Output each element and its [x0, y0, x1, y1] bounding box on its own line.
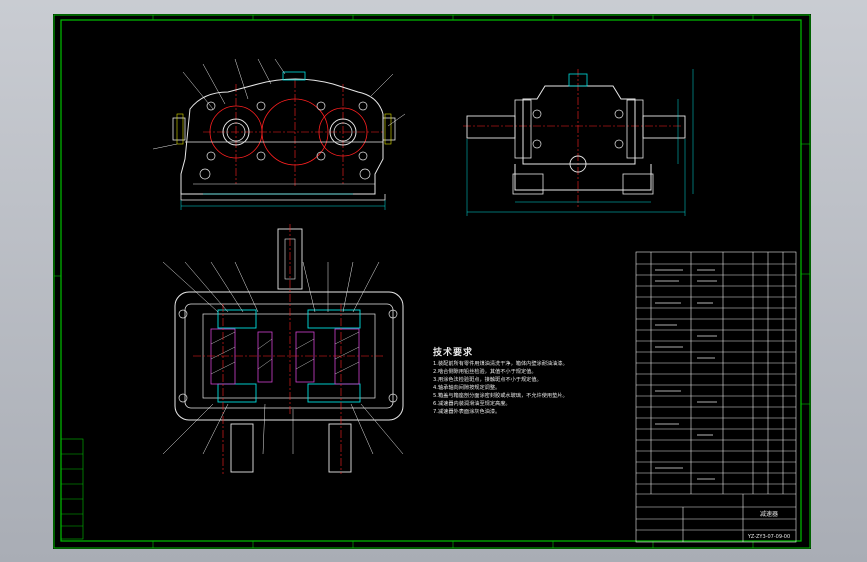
note-line: 6.减速器内装润滑油至规定高度。 [433, 401, 511, 407]
technical-notes: 技术要求 1.装配前所有零件用煤油清洗干净，箱体内壁涂耐油油漆。 2.啮合侧隙用… [433, 349, 623, 416]
drawing-canvas: 减速器 YZ-ZY3-07-09-00 [53, 14, 811, 549]
note-line: 3.用涂色法检验斑点，接触斑点不小于规定值。 [433, 377, 542, 383]
drawing-sheet: 减速器 YZ-ZY3-07-09-00 技术要求 1.装配前所有零件用煤油清洗干… [53, 14, 811, 549]
note-line: 4.轴承轴向间隙按规定调整。 [433, 385, 501, 391]
parts-list [635, 251, 797, 543]
note-line: 5.箱盖与箱座剖分面涂密封胶或水玻璃，不允许使用垫片。 [433, 393, 568, 399]
note-line: 1.装配前所有零件用煤油清洗干净，箱体内壁涂耐油油漆。 [433, 361, 568, 367]
zone-marks [152, 15, 810, 548]
front-view [152, 58, 406, 210]
drawing-number: YZ-ZY3-07-09-00 [747, 534, 790, 540]
sheet-border [53, 14, 811, 549]
side-view [463, 69, 694, 216]
note-line: 7.减速器外表面涂灰色油漆。 [433, 409, 501, 415]
binding-strip [54, 275, 84, 540]
parts-list-entries [655, 269, 717, 480]
drawing-frame [60, 19, 802, 542]
note-line: 2.啮合侧隙用铅丝检验，其值不小于规定值。 [433, 369, 537, 375]
notes-title: 技术要求 [433, 348, 474, 358]
section-view [162, 224, 404, 474]
drawing-title: 减速器 [760, 510, 778, 518]
